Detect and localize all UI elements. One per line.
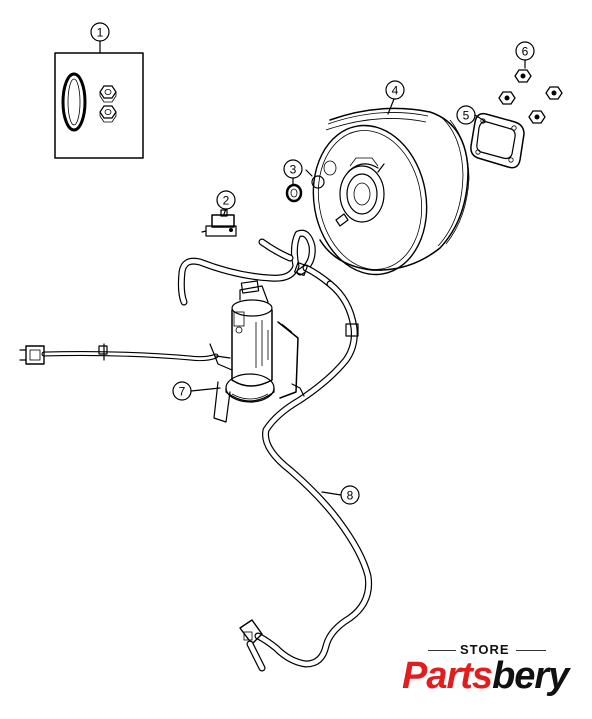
nut-icon <box>528 110 546 124</box>
elbow-connector-icon <box>239 619 266 672</box>
nut-icon <box>498 91 516 105</box>
leader-line-4 <box>387 98 395 115</box>
brake-booster <box>305 107 470 276</box>
connector-icon <box>19 345 45 365</box>
svg-text:6: 6 <box>522 45 529 59</box>
svg-text:5: 5 <box>463 109 470 123</box>
logo-wordmark: Partsbery <box>402 655 569 697</box>
svg-text:2: 2 <box>223 194 230 208</box>
svg-text:3: 3 <box>290 163 297 177</box>
callout-2[interactable]: 2 <box>216 190 236 210</box>
svg-text:7: 7 <box>179 385 186 399</box>
callout-1[interactable]: 1 <box>90 22 110 42</box>
vacuum-pump <box>213 280 299 423</box>
callout-6[interactable]: 6 <box>515 41 535 61</box>
svg-text:4: 4 <box>392 84 399 98</box>
callout-5[interactable]: 5 <box>456 105 476 125</box>
leader-line-7 <box>190 387 221 392</box>
vacuum-sensor <box>201 209 237 237</box>
svg-text:1: 1 <box>97 26 104 40</box>
hex-nuts <box>498 69 563 124</box>
callout-4[interactable]: 4 <box>385 80 405 100</box>
nut-small-1 <box>99 85 117 103</box>
callout-7[interactable]: 7 <box>172 381 192 401</box>
leader-line-8 <box>321 491 342 496</box>
grommet <box>285 183 303 203</box>
o-ring <box>61 72 87 132</box>
nut-icon <box>514 69 532 83</box>
kit-box[interactable] <box>54 52 144 159</box>
nut-icon <box>545 86 563 100</box>
booster-gasket <box>470 112 525 169</box>
logo-store-text: STORE <box>460 642 510 657</box>
callout-8[interactable]: 8 <box>340 485 360 505</box>
logo-word-parts: Parts <box>402 655 493 697</box>
vacuum-hose <box>177 229 373 672</box>
callout-3[interactable]: 3 <box>283 159 303 179</box>
nut-small-2 <box>99 105 117 123</box>
logo-word-bery: bery <box>492 655 569 697</box>
store-logo: STORE Partsbery <box>398 640 578 702</box>
svg-text:8: 8 <box>347 489 354 503</box>
wiring-harness <box>19 343 233 371</box>
